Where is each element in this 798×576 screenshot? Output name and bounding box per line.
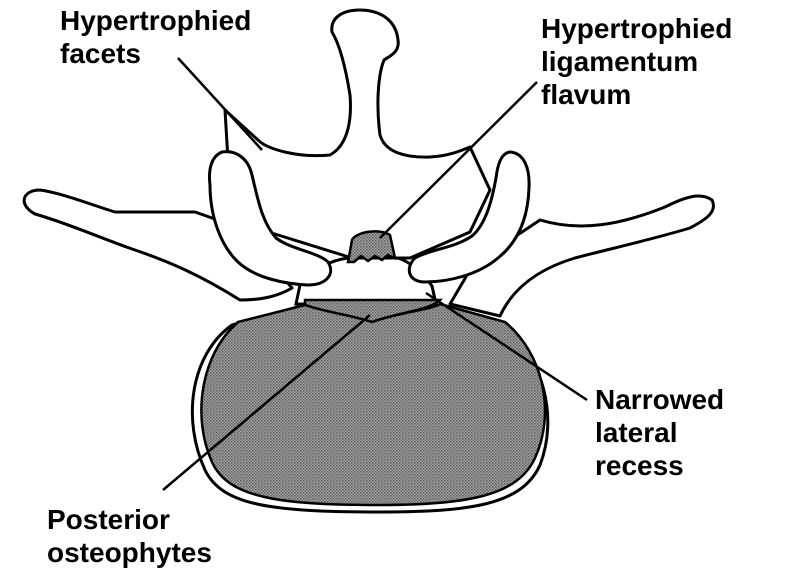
label-line: flavum <box>541 78 732 111</box>
label-line: Hypertrophied <box>60 4 251 37</box>
label-line: recess <box>595 449 724 482</box>
label-line: Posterior <box>47 503 212 536</box>
label-line: Hypertrophied <box>541 12 732 45</box>
label-line: osteophytes <box>47 536 212 569</box>
label-posterior-osteophytes: Posterior osteophytes <box>47 503 212 569</box>
label-line: facets <box>60 37 251 70</box>
pointer-line-facets <box>178 58 262 150</box>
label-narrowed-lateral-recess: Narrowed lateral recess <box>595 383 724 482</box>
label-line: Narrowed <box>595 383 724 416</box>
label-line: lateral <box>595 416 724 449</box>
label-hypertrophied-ligamentum-flavum: Hypertrophied ligamentum flavum <box>541 12 732 111</box>
vertebral-body-shaded <box>201 304 545 505</box>
label-line: ligamentum <box>541 45 732 78</box>
label-hypertrophied-facets: Hypertrophied facets <box>60 4 251 70</box>
